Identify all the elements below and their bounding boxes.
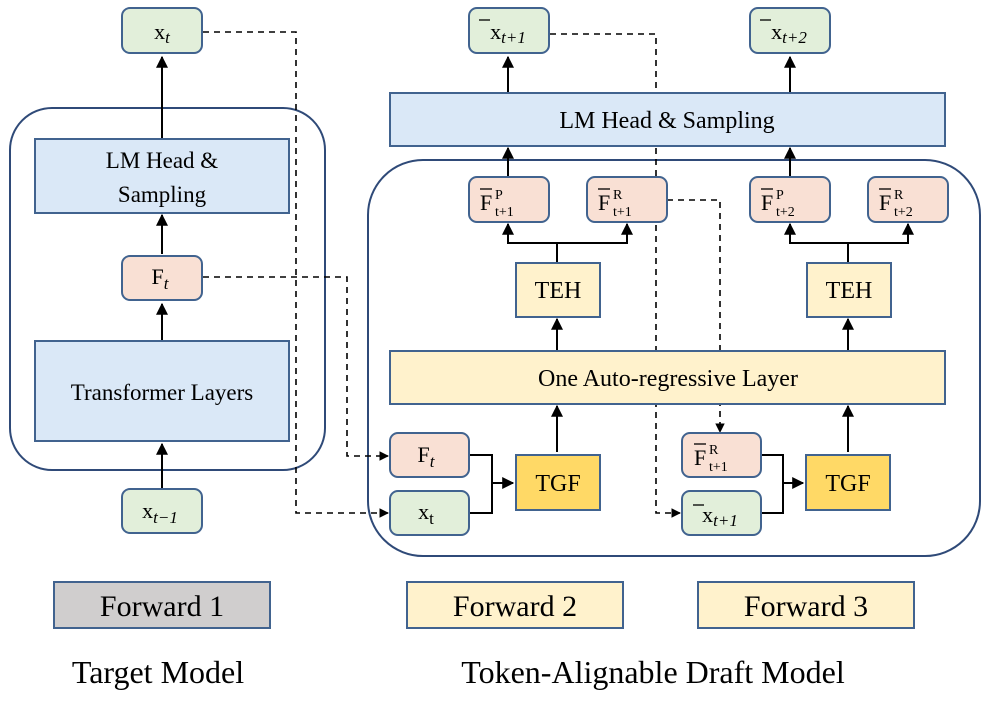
solid-arrows	[156, 55, 914, 514]
svg-text:F: F	[480, 190, 492, 215]
forward-3-label: Forward 3	[744, 590, 868, 623]
forward-1-label: Forward 1	[100, 590, 224, 623]
target-feature-ft-box	[121, 255, 203, 301]
draft-input-ft-box	[389, 432, 470, 478]
draft-model-caption: Token-Alignable Draft Model	[461, 654, 845, 690]
draft-output-1-box	[468, 7, 550, 54]
forward-1-box	[53, 581, 271, 629]
target-model-caption: Target Model	[72, 654, 244, 690]
teh-label-2: TEH	[826, 278, 873, 304]
tgf-label-2: TGF	[825, 471, 870, 497]
teh-box-2	[806, 262, 892, 318]
tgf-box-2	[805, 454, 891, 511]
target-output-xt-box	[121, 7, 203, 54]
teh-label-1: TEH	[535, 278, 582, 304]
svg-text:F: F	[879, 190, 891, 215]
transformer-layers-label: Transformer Layers	[71, 380, 254, 405]
teh-box-1	[515, 262, 601, 318]
target-feature-label: Ft	[152, 264, 170, 293]
draft-output-1-label: xt+1	[479, 19, 526, 47]
target-input-box	[121, 488, 203, 534]
svg-text:xt+1: xt+1	[490, 19, 526, 47]
draft-lm-head-box	[389, 92, 946, 147]
svg-text:t+1: t+1	[613, 205, 632, 220]
draft-input-fr-label: F R t+1	[694, 443, 728, 475]
svg-text:R: R	[894, 188, 904, 203]
target-model-container	[9, 107, 326, 471]
draft-input-xt-box	[389, 490, 470, 536]
svg-text:P: P	[776, 188, 784, 203]
feat-r-t1-label: F R t+1	[598, 188, 632, 220]
svg-text:R: R	[613, 188, 623, 203]
transformer-layers-box	[34, 340, 290, 442]
svg-text:t+2: t+2	[894, 205, 913, 220]
svg-text:F: F	[761, 190, 773, 215]
forward-3-box	[697, 581, 915, 629]
target-lm-head-line1: LM Head &	[106, 148, 219, 173]
target-output-label: xt	[154, 19, 171, 47]
draft-input-xbar-box	[681, 490, 762, 536]
draft-output-2-box	[749, 7, 831, 54]
feat-r-t1-box	[586, 176, 668, 223]
feat-p-t1-box	[468, 176, 550, 223]
svg-text:t+2: t+2	[776, 205, 795, 220]
feat-p-t1-label: F P t+1	[480, 188, 514, 220]
auto-regressive-layer-box	[389, 350, 946, 405]
svg-text:F: F	[598, 190, 610, 215]
svg-text:t+1: t+1	[709, 460, 728, 475]
target-lm-head-line2: Sampling	[118, 182, 207, 207]
target-lm-head-box	[34, 138, 290, 214]
dashed-arrows	[203, 31, 725, 518]
auto-regressive-layer-label: One Auto-regressive Layer	[538, 366, 798, 392]
svg-text:F: F	[694, 445, 706, 470]
draft-lm-head-label: LM Head & Sampling	[559, 108, 774, 134]
forward-2-box	[406, 581, 624, 629]
tgf-box-1	[515, 454, 601, 511]
svg-text:P: P	[495, 188, 503, 203]
target-input-label: xt−1	[142, 498, 178, 527]
feat-p-t2-label: F P t+2	[761, 188, 795, 220]
draft-input-xbar-label: xt+1	[693, 502, 738, 530]
feat-p-t2-box	[749, 176, 831, 223]
svg-text:R: R	[709, 443, 719, 458]
draft-model-container	[367, 159, 981, 557]
svg-text:xt+2: xt+2	[771, 19, 807, 47]
feat-r-t2-box	[867, 176, 949, 223]
svg-text:t+1: t+1	[495, 205, 514, 220]
draft-output-2-label: xt+2	[760, 19, 807, 47]
forward-2-label: Forward 2	[453, 590, 577, 623]
svg-text:xt+1: xt+1	[702, 502, 738, 530]
draft-input-xt-label: xt	[418, 499, 434, 528]
tgf-label-1: TGF	[535, 471, 580, 497]
draft-input-ft-label: Ft	[418, 442, 436, 471]
feat-r-t2-label: F R t+2	[879, 188, 913, 220]
